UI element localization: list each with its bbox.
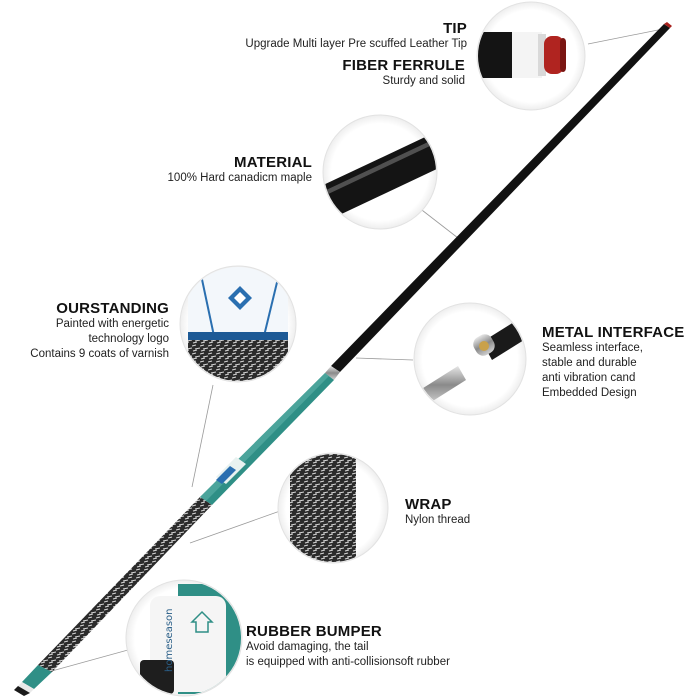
tip-heading: TIP	[443, 20, 467, 37]
wrap-heading: WRAP	[405, 496, 452, 513]
bumper-desc-2: is equipped with anti-collisionsoft rubb…	[246, 656, 450, 668]
bumper-desc-1: Avoid damaging, the tail	[246, 641, 369, 653]
ourstanding-desc-3: Contains 9 coats of varnish	[30, 348, 169, 360]
ferrule-desc: Sturdy and solid	[382, 75, 465, 87]
metal-heading: METAL INTERFACE	[542, 324, 685, 341]
ourstanding-desc-1: Painted with energetic	[55, 318, 169, 330]
feature-wrap: WRAP Nylon thread	[405, 496, 470, 528]
ourstanding-heading: OURSTANDING	[56, 300, 169, 317]
material-detail-circle	[322, 114, 438, 230]
feature-material: MATERIAL 100% Hard canadicm maple	[168, 154, 312, 186]
material-desc: 100% Hard canadicm maple	[167, 172, 312, 184]
metal-desc-4: Embedded Design	[542, 387, 637, 399]
metal-desc-3: anti vibration cand	[542, 372, 636, 384]
ourstanding-detail-circle	[179, 265, 297, 383]
material-heading: MATERIAL	[234, 154, 312, 171]
feature-ferrule: FIBER FERRULE Sturdy and solid	[342, 57, 465, 89]
feature-bumper: RUBBER BUMPER Avoid damaging, the tail i…	[246, 623, 450, 670]
feature-ourstanding: OURSTANDING Painted with energetic techn…	[30, 300, 169, 362]
cue-stick	[14, 22, 672, 696]
leader-lines	[29, 27, 669, 678]
ourstanding-desc-2: technology logo	[88, 333, 169, 345]
tip-detail-circle	[476, 1, 586, 111]
wrap-desc: Nylon thread	[405, 514, 471, 526]
feature-tip: TIP Upgrade Multi layer Pre scuffed Leat…	[245, 20, 467, 52]
metal-desc-2: stable and durable	[542, 357, 637, 369]
bumper-detail-circle: homeseason	[125, 579, 243, 697]
feature-metal: METAL INTERFACE Seamless interface, stab…	[542, 324, 684, 401]
metal-detail-circle	[413, 302, 527, 416]
tip-desc: Upgrade Multi layer Pre scuffed Leather …	[245, 38, 467, 50]
bumper-logo-text: homeseason	[164, 608, 175, 672]
bumper-heading: RUBBER BUMPER	[246, 623, 382, 640]
ferrule-heading: FIBER FERRULE	[342, 57, 465, 74]
metal-desc-1: Seamless interface,	[542, 342, 643, 354]
wrap-detail-circle	[277, 452, 389, 564]
